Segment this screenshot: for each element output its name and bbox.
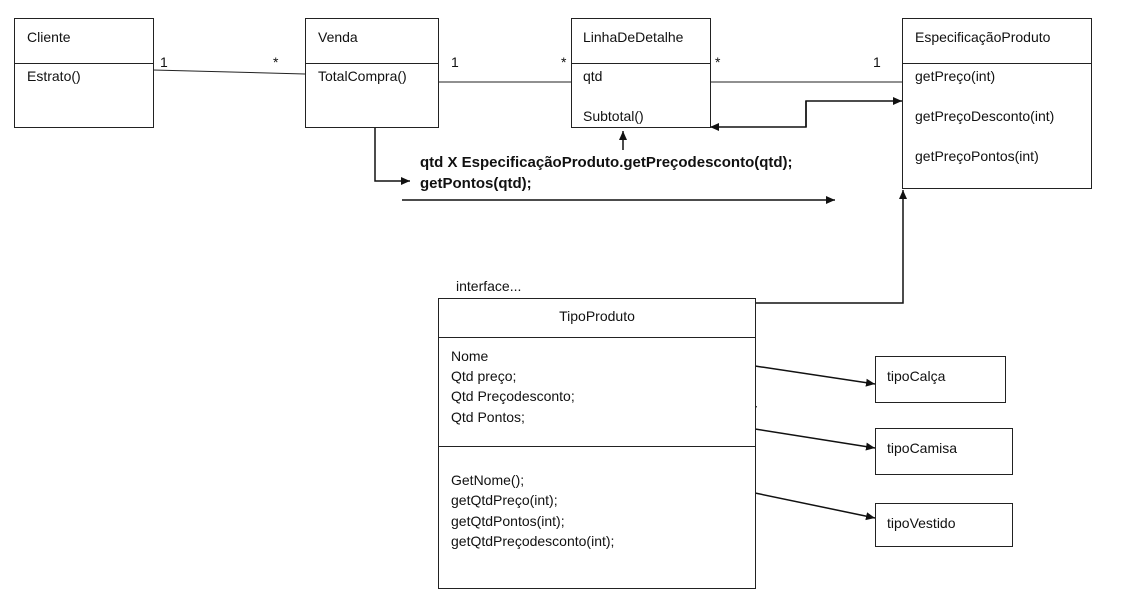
class-tipocalca-name: tipoCalça <box>887 368 946 384</box>
assoc-cliente-venda <box>152 69 306 75</box>
flow-subtotal-especificacao <box>805 97 902 127</box>
class-especificacao-method-2: getPreçoDesconto(int) <box>915 108 1055 124</box>
class-cliente-method: Estrato() <box>27 68 81 84</box>
class-especificacao-method-3: getPreçoPontos(int) <box>915 148 1039 164</box>
class-especificacao-name: EspecificaçãoProduto <box>915 29 1051 45</box>
class-especificacao-header: EspecificaçãoProduto <box>903 19 1091 64</box>
class-tipoproduto-name: TipoProduto <box>559 308 635 324</box>
class-cliente-name: Cliente <box>27 29 71 45</box>
mult-linha-left: * <box>561 54 567 70</box>
tipoproduto-method-1: GetNome(); <box>451 472 525 488</box>
class-venda: Venda TotalCompra() <box>305 18 439 128</box>
tipoproduto-method-4: getQtdPreçodesconto(int); <box>451 533 615 549</box>
class-tipocamisa-name: tipoCamisa <box>887 440 958 456</box>
mult-linha-right: * <box>715 54 721 70</box>
class-venda-method: TotalCompra() <box>318 68 407 84</box>
tipoproduto-method-3: getQtdPontos(int); <box>451 513 565 529</box>
class-venda-header: Venda <box>306 19 438 64</box>
tipoproduto-attr-3: Qtd Preçodesconto; <box>451 388 575 404</box>
class-tipoproduto-header: TipoProduto <box>439 299 755 338</box>
tipoproduto-stereotype: interface... <box>456 278 522 294</box>
class-cliente-header: Cliente <box>15 19 153 64</box>
class-linha-method: Subtotal() <box>583 108 644 124</box>
class-cliente: Cliente Estrato() <box>14 18 154 128</box>
class-linhadedetalhe: LinhaDeDetalhe qtd Subtotal() <box>571 18 711 128</box>
flow-tipo-especificacao <box>755 190 907 304</box>
mult-cliente: 1 <box>160 54 168 70</box>
class-tipocamisa: tipoCamisa <box>875 428 1013 475</box>
flow-especificacao-subtotal <box>710 101 807 131</box>
tipoproduto-attr-1: Nome <box>451 348 489 364</box>
class-linha-attr: qtd <box>583 68 603 84</box>
tipoproduto-attr-2: Qtd preço; <box>451 368 517 384</box>
class-especificacaoproduto: EspecificaçãoProduto getPreço(int) getPr… <box>902 18 1092 189</box>
flow-to-tipovestido <box>754 492 876 521</box>
class-venda-name: Venda <box>318 29 358 45</box>
class-tipoproduto: TipoProduto Nome Qtd preço; Qtd Preçodes… <box>438 298 756 589</box>
mult-especificacao: 1 <box>873 54 881 70</box>
tipoproduto-divider <box>439 446 755 447</box>
class-tipocalca: tipoCalça <box>875 356 1006 403</box>
mult-venda-left: * <box>273 54 279 70</box>
note-line-1: qtd X EspecificaçãoProduto.getPreçodesco… <box>420 154 793 171</box>
note-line-2: getPontos(qtd); <box>420 175 532 192</box>
class-linha-name: LinhaDeDetalhe <box>583 29 684 45</box>
mult-venda-right: 1 <box>451 54 459 70</box>
class-especificacao-method-1: getPreço(int) <box>915 68 996 84</box>
class-tipovestido: tipoVestido <box>875 503 1013 547</box>
tipoproduto-attr-4: Qtd Pontos; <box>451 409 525 425</box>
flow-to-tipocalca <box>754 365 876 387</box>
class-linha-header: LinhaDeDetalhe <box>572 19 710 64</box>
flow-to-tipocamisa <box>754 428 876 451</box>
class-tipovestido-name: tipoVestido <box>887 515 956 531</box>
tipoproduto-method-2: getQtdPreço(int); <box>451 492 558 508</box>
